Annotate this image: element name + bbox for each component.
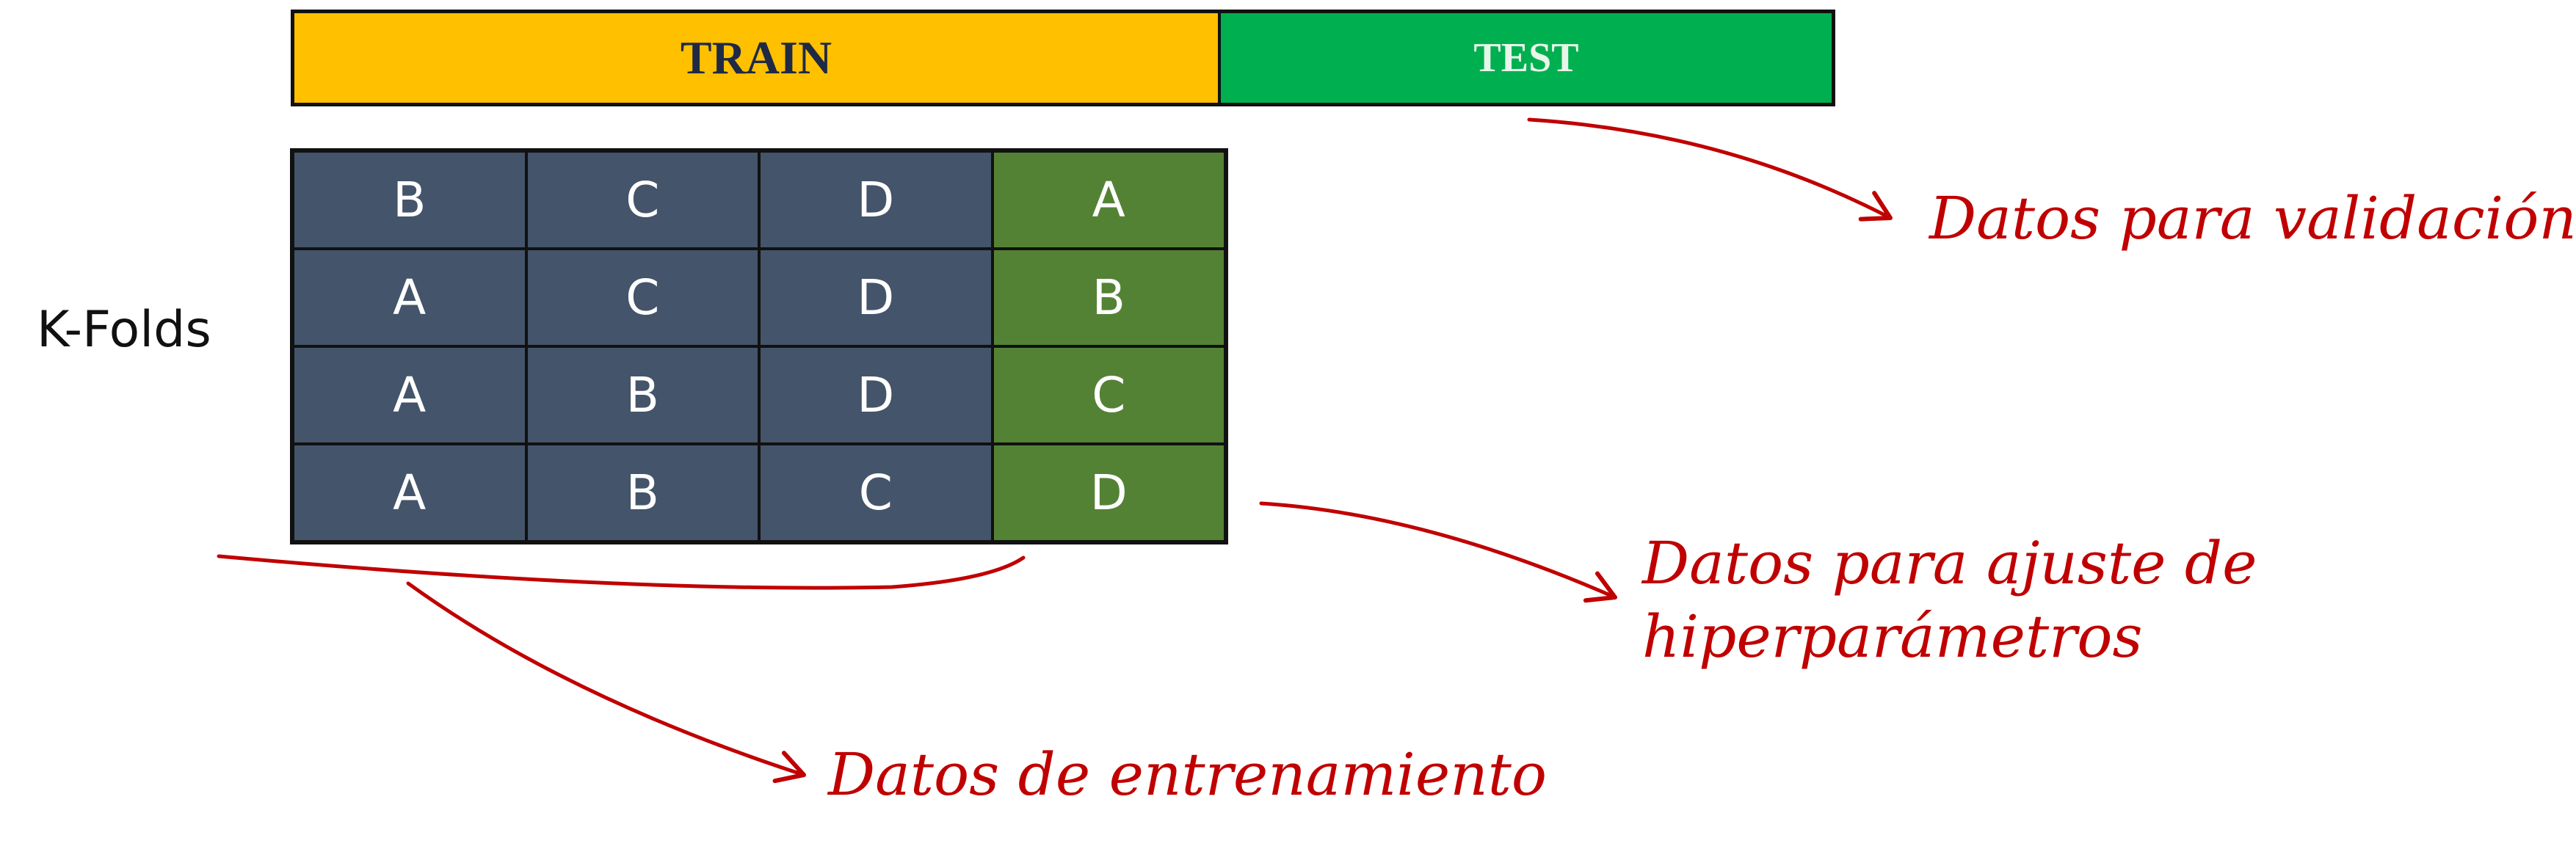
- fold-cell-validation: B: [992, 249, 1225, 346]
- fold-cell-validation: C: [992, 346, 1225, 444]
- fold-cell-train: D: [759, 346, 993, 444]
- fold-cell-train: D: [759, 249, 993, 346]
- fold-cell-train: C: [526, 249, 759, 346]
- fold-cell-validation: D: [992, 444, 1225, 542]
- training-annotation: Datos de entrenamiento: [828, 740, 1548, 809]
- fold-cell-train: C: [526, 151, 759, 249]
- fold-cell-train: A: [293, 249, 526, 346]
- fold-cell-train: D: [759, 151, 993, 249]
- train-segment: TRAIN: [294, 13, 1221, 103]
- tuning-arrow: [1259, 501, 1617, 603]
- validation-annotation: Datos para validación: [1929, 184, 2576, 252]
- kfolds-label: K-Folds: [37, 301, 211, 359]
- training-brace: [217, 554, 1026, 590]
- tuning-annotation-line1: Datos para ajuste de: [1642, 529, 2257, 597]
- fold-cell-train: B: [293, 151, 526, 249]
- fold-cell-train: B: [526, 444, 759, 542]
- fold-cell-validation: A: [992, 151, 1225, 249]
- test-segment: TEST: [1221, 13, 1832, 103]
- fold-cell-train: A: [293, 444, 526, 542]
- fold-cell-train: B: [526, 346, 759, 444]
- tuning-annotation-line2: hiperparámetros: [1642, 602, 2143, 671]
- validation-arrow: [1527, 117, 1893, 222]
- fold-cell-train: A: [293, 346, 526, 444]
- kfolds-grid: B C D A A C D B A B D C A B C D: [290, 148, 1228, 544]
- fold-cell-train: C: [759, 444, 993, 542]
- training-arrow: [406, 581, 806, 784]
- train-test-split-bar: TRAIN TEST: [291, 10, 1835, 106]
